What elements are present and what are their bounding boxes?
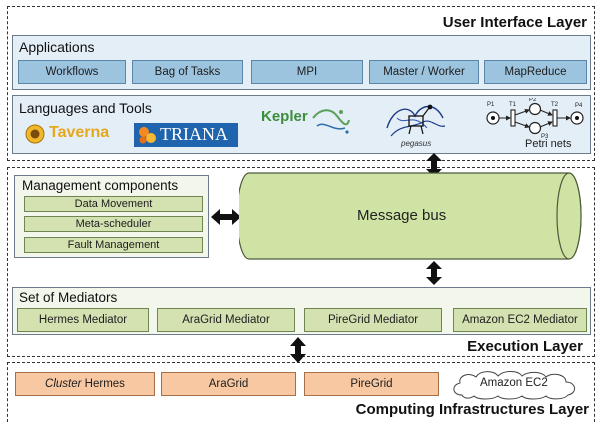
data-movement-button[interactable]: Data Movement (24, 196, 203, 212)
hermes-label: Hermes (81, 378, 125, 390)
arrow-management-to-bus-icon (211, 209, 241, 225)
pegasus-logo: pegasus (383, 98, 447, 152)
cluster-hermes-button[interactable]: Cluster Hermes (15, 372, 155, 396)
petri-label-t1: T1 (509, 102, 517, 108)
infrastructure-layer-frame (7, 362, 595, 422)
taverna-logo: Taverna (25, 124, 135, 146)
petri-label-p1: P1 (487, 102, 495, 108)
mediators-title: Set of Mediators (19, 290, 118, 305)
petri-nets-label: Petri nets (525, 138, 572, 150)
cluster-label: Cluster (45, 378, 82, 390)
management-panel: Management components Data Movement Meta… (14, 175, 209, 258)
petri-nets-logo: P1 T1 P2 T2 P3 P4 Petri nets (483, 98, 588, 153)
app-mapreduce-button[interactable]: MapReduce (484, 60, 587, 84)
user-interface-layer-frame (7, 6, 595, 161)
triana-icon (139, 127, 156, 144)
execution-layer-title: Execution Layer (467, 338, 583, 355)
kepler-label: Kepler (261, 108, 308, 125)
amazon-ec2-mediator-button[interactable]: Amazon EC2 Mediator (453, 308, 587, 332)
petri-label-p2: P2 (529, 98, 537, 103)
languages-tools-title: Languages and Tools (19, 100, 152, 116)
triana-label: TRIANA (160, 124, 228, 144)
applications-title: Applications (19, 39, 95, 55)
meta-scheduler-button[interactable]: Meta-scheduler (24, 216, 203, 232)
fault-management-button[interactable]: Fault Management (24, 237, 203, 253)
app-master-worker-button[interactable]: Master / Worker (369, 60, 479, 84)
arrow-bus-to-mediators-icon (426, 261, 442, 285)
infrastructure-layer-title: Computing Infrastructures Layer (355, 401, 589, 418)
app-workflows-button[interactable]: Workflows (18, 60, 126, 84)
languages-tools-panel: Languages and Tools Taverna TRIANA Keple… (12, 95, 591, 154)
petri-label-p3: P3 (541, 134, 549, 140)
aragrid-button[interactable]: AraGrid (161, 372, 296, 396)
triana-logo: TRIANA (134, 123, 238, 147)
kepler-logo: Kepler (261, 106, 353, 136)
pegasus-label: pegasus (401, 139, 432, 148)
petri-label-p4: P4 (575, 103, 583, 109)
app-bag-of-tasks-button[interactable]: Bag of Tasks (132, 60, 243, 84)
message-bus-cylinder (239, 172, 582, 260)
management-title: Management components (22, 178, 179, 193)
applications-panel: Applications Workflows Bag of Tasks MPI … (12, 35, 591, 90)
kepler-swirl-icon (312, 109, 350, 134)
petri-label-t2: T2 (551, 102, 559, 108)
app-mpi-button[interactable]: MPI (251, 60, 363, 84)
piregrid-button[interactable]: PireGrid (304, 372, 439, 396)
hermes-mediator-button[interactable]: Hermes Mediator (17, 308, 149, 332)
amazon-ec2-cloud-icon[interactable] (448, 369, 582, 401)
aragrid-mediator-button[interactable]: AraGrid Mediator (157, 308, 295, 332)
pegasus-icon (386, 104, 446, 137)
arrow-mediators-to-infra-icon (290, 337, 306, 363)
taverna-icon (25, 124, 45, 144)
petri-net-diagram-icon: P1 T1 P2 T2 P3 P4 (486, 98, 584, 140)
user-interface-layer-title: User Interface Layer (442, 14, 587, 31)
mediators-panel: Set of Mediators Hermes Mediator AraGrid… (12, 287, 591, 335)
amazon-ec2-label: Amazon EC2 (480, 377, 548, 389)
taverna-label: Taverna (49, 124, 110, 141)
arrow-ui-to-bus-icon (426, 153, 442, 177)
message-bus-label: Message bus (357, 207, 447, 224)
piregrid-mediator-button[interactable]: PireGrid Mediator (304, 308, 442, 332)
